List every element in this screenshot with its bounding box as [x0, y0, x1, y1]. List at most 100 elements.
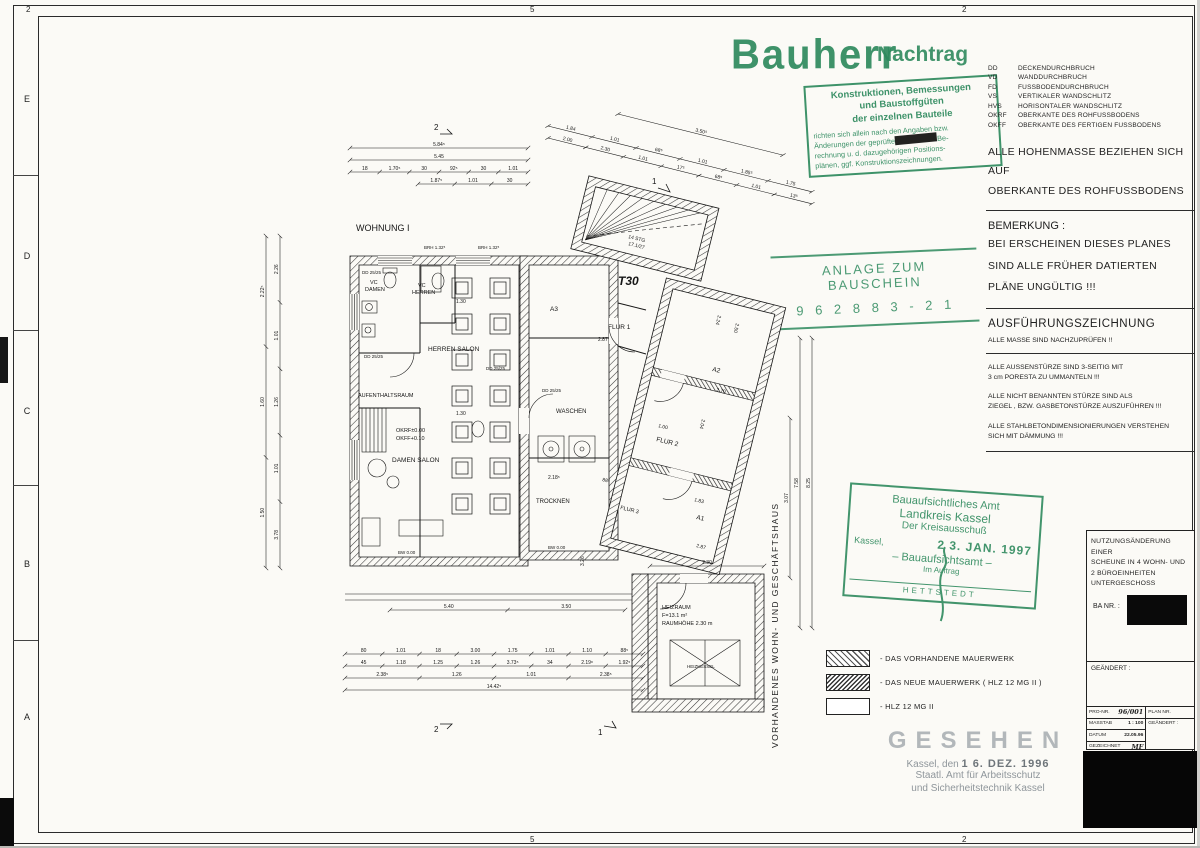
dimension-value: 3.50⁵	[695, 128, 708, 137]
walkway-lines	[345, 593, 632, 601]
legend-label: - DAS NEUE MAUERWERK ( HLZ 12 MG II )	[880, 678, 1042, 687]
dimension-value: 1.01	[526, 672, 536, 678]
plan-label: 1.30	[456, 411, 466, 417]
margin-letter: B	[23, 559, 30, 569]
abbreviation-row: HVS HORISONTALER WANDSCHLITZ	[988, 102, 1192, 111]
plan-label: RAUMHÖHE 2.30 m	[662, 620, 713, 627]
dimension-value: 1.01	[274, 463, 280, 473]
divider	[986, 450, 1194, 452]
frame-outer	[13, 5, 1195, 844]
plan-label: F=13.1 m²	[662, 613, 687, 619]
notes-panel: DD DECKENDURCHBRUCH VD WANDDURCHBRUCH FD…	[986, 64, 1194, 461]
margin-number: 5	[530, 835, 535, 844]
dimension-value: 30	[507, 178, 513, 184]
salon-chairs	[451, 277, 511, 515]
scan-artifact	[0, 337, 8, 383]
plan-label: TROCKNEN	[536, 499, 570, 505]
boiler-symbol	[669, 639, 741, 687]
abbreviation-text: DECKENDURCHBRUCH	[1018, 65, 1095, 72]
margin-tick	[13, 485, 38, 486]
dimension-value: 1.26	[452, 672, 462, 678]
legend-label: - DAS VORHANDENE MAUERWERK	[880, 654, 1015, 663]
plan-label: A3	[550, 306, 558, 313]
divider	[986, 307, 1194, 309]
dimension-value: 34	[547, 660, 553, 666]
legend-row: - DAS VORHANDENE MAUERWERK	[826, 650, 1042, 667]
bemerkung-line: BEI ERSCHEINEN DIESES PLANES	[988, 238, 1171, 251]
fixtures	[361, 265, 741, 687]
plan-label: BW 0.00	[398, 550, 416, 555]
scan-artifact	[1197, 0, 1200, 848]
dimension-value: 30	[421, 166, 427, 172]
abbreviation-text: VERTIKALER WANDSCHLITZ	[1018, 93, 1112, 101]
divider	[986, 352, 1194, 354]
dimension-value: 2.38⁵	[376, 672, 388, 678]
plan-label: DD 25/25	[542, 388, 562, 393]
table-row: DATUM 22.05.96	[1087, 730, 1146, 742]
abbreviation-row: VS VERTIKALER WANDSCHLITZ	[988, 92, 1192, 101]
construction-note: ALLE AUSSENSTÜRZE SIND 3-SEITIG MIT 3 cm…	[988, 363, 1124, 381]
abbreviation-text: HORISONTALER WANDSCHLITZ	[1018, 102, 1123, 110]
plan-label: OKRF±0.00	[396, 428, 425, 434]
dimension-value: 1.01	[751, 183, 762, 191]
ausfuehrung-title: AUSFÜHRUNGSZEICHNUNG	[988, 317, 1156, 330]
dimension-value: 3.73⁵	[507, 660, 519, 666]
plan-label: 2.87	[598, 337, 608, 343]
abbreviation-key: DD	[988, 65, 998, 72]
dimension-value: 1.26	[274, 397, 280, 407]
plan-label: 3.26	[580, 556, 586, 566]
plan-label: DAMEN	[365, 287, 385, 293]
plan-label: HERREN SALON	[428, 346, 480, 353]
plan-label: 2.50	[732, 323, 740, 334]
dimension-value: 3.00	[471, 648, 481, 654]
plan-label: 88⁵	[602, 477, 611, 485]
scan-artifact	[0, 798, 14, 848]
dimension-value: 1.84	[565, 125, 576, 133]
field-label: MASSTAB	[1089, 721, 1113, 727]
plan-label: FLUR 1	[608, 324, 631, 331]
wall-legend: - DAS VORHANDENE MAUERWERK - DAS NEUE MA…	[826, 650, 1042, 722]
abbreviation-text: OBERKANTE DES ROHFUSSBODENS	[1018, 112, 1140, 120]
abbreviation-key: FD	[988, 83, 998, 91]
dimension-value: 1.70⁵	[389, 166, 401, 172]
abbreviation-text: OBERKANTE DES FERTIGEN FUSSBODENS	[1018, 121, 1162, 129]
abbreviation-key: HVS	[988, 102, 1002, 110]
dimension-value: 14.42⁵	[487, 684, 502, 690]
plan-label: DAMEN SALON	[392, 457, 440, 464]
plan-label: A2	[712, 366, 722, 375]
gesehen-date: 1 6. DEZ. 1996	[961, 758, 1050, 770]
margin-letter: A	[23, 712, 30, 722]
ba-number-label: BA NR. :	[1093, 603, 1120, 610]
dimension-chain: 2.30	[647, 560, 767, 569]
dimension-value: 1.25	[433, 660, 443, 666]
dimension-value: 1.01	[637, 155, 648, 163]
dimension-value: 1.75	[785, 180, 796, 188]
field-value: 1 : 100	[1128, 721, 1144, 727]
field-label: GEZEICHNET	[1089, 744, 1121, 750]
dimension-value: 1.01	[396, 648, 406, 654]
dimension-value: 1.10	[582, 648, 592, 654]
dimension-value: 1.92⁵	[618, 660, 630, 666]
margin-number: 5	[530, 5, 535, 14]
plan-label: VC	[418, 283, 426, 289]
title-block: NUTZUNGSÄNDERUNG EINER SCHEUNE IN 4 WOHN…	[1086, 530, 1195, 751]
abbreviation-key: OKFF	[988, 121, 1007, 129]
konstruktionen-stamp-body: richten sich allein nach den Angaben bzw…	[813, 123, 949, 170]
height-reference-note: ALLE HOHENMASSE BEZIEHEN SICH AUF OBERKA…	[988, 145, 1184, 197]
existing-building-label: VORHANDENES WOHN- UND GESCHÄFTSHAUS	[770, 502, 780, 748]
abbreviation-key: OKRF	[988, 112, 1007, 120]
plan-label: DD 25/25	[362, 270, 382, 275]
plan-label: FLUR 3	[620, 505, 640, 515]
gesehen-agency-line: und Sicherheitstechnik Kassel	[911, 782, 1045, 794]
field-label: GEÄNDERT :	[1148, 720, 1179, 726]
field-label: DATUM	[1089, 732, 1107, 738]
margin-tick	[13, 175, 38, 176]
